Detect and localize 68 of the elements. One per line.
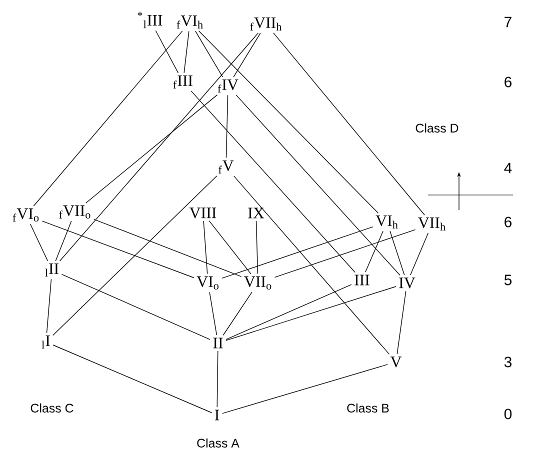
numeral-label: $_{f}$VII$_{o}$	[59, 205, 90, 219]
connector-line	[396, 290, 406, 354]
connector-line	[209, 292, 218, 336]
connector-line	[410, 232, 428, 276]
numeral-label: *$_{l}$III	[138, 12, 162, 28]
connector-line	[273, 32, 425, 216]
connector-line	[236, 94, 400, 276]
numeral-label: VI$_{h}$	[376, 215, 398, 228]
connector-line	[85, 94, 218, 204]
numeral-label: $_{f}$IV	[218, 79, 238, 92]
connector-line	[52, 344, 212, 414]
connector-line	[365, 230, 384, 273]
connector-line	[42, 220, 194, 278]
connector-line	[195, 30, 223, 78]
numeral-label: VI$_{o}$	[196, 276, 219, 290]
connector-line	[30, 224, 48, 262]
connector-line	[46, 278, 52, 334]
scale-number: 4	[504, 162, 512, 174]
connector-line	[203, 220, 208, 274]
connector-line	[198, 30, 379, 214]
numeral-label: $_{f}$VII$_{h}$	[250, 17, 282, 30]
numeral-label: VIII	[189, 208, 216, 218]
numeral-label: IV	[399, 278, 416, 288]
numeral-label: $_{f}$V	[218, 160, 234, 174]
scale-number: 6	[504, 76, 512, 88]
connector-line	[233, 176, 390, 355]
connector-line	[226, 286, 396, 341]
numeral-label: I	[214, 410, 220, 420]
numeral-label: III	[354, 274, 370, 286]
connector-line	[190, 90, 356, 273]
connector-line	[226, 94, 228, 158]
scale-number: 3	[504, 356, 512, 368]
connector-line	[222, 364, 388, 414]
numeral-label: $_{f}$III	[173, 75, 193, 88]
connector-line	[216, 350, 218, 408]
scale-number: 6	[504, 216, 512, 228]
connector-line	[155, 30, 179, 74]
numeral-label: II	[213, 338, 223, 348]
connector-line	[274, 229, 416, 278]
numeral-label: $_{l}$I	[42, 335, 50, 348]
numeral-label: $_{f}$VI$_{h}$	[176, 15, 203, 28]
connector-line	[52, 176, 218, 336]
class-label: Class A	[197, 438, 240, 448]
connector-line	[256, 220, 258, 274]
connector-line	[33, 30, 183, 206]
numeral-label: IX	[248, 208, 264, 218]
connector-line	[233, 32, 261, 78]
numeral-label: $_{l}$II	[45, 263, 59, 276]
connector-line	[208, 220, 252, 274]
scale-number: 5	[504, 274, 512, 286]
connector-line	[94, 218, 242, 277]
numeral-label: VII$_{o}$	[244, 276, 272, 290]
numeral-label: V	[390, 356, 402, 368]
scale-number: 0	[504, 408, 512, 420]
connector-line	[226, 284, 352, 340]
class-label: Class C	[30, 403, 74, 413]
connector-line	[55, 220, 72, 262]
numeral-label: $_{f}$VI$_{o}$	[12, 208, 39, 222]
connector-line	[61, 274, 210, 340]
scale-number: 7	[504, 16, 512, 28]
connector-line	[59, 32, 259, 262]
connector-line	[222, 226, 374, 279]
connector-line	[390, 230, 405, 276]
connector-line	[184, 30, 190, 74]
numeral-label: VII$_{h}$	[418, 217, 446, 230]
connector-line	[222, 292, 252, 336]
class-label: Class B	[347, 403, 389, 413]
class-label: Class D	[416, 123, 458, 133]
